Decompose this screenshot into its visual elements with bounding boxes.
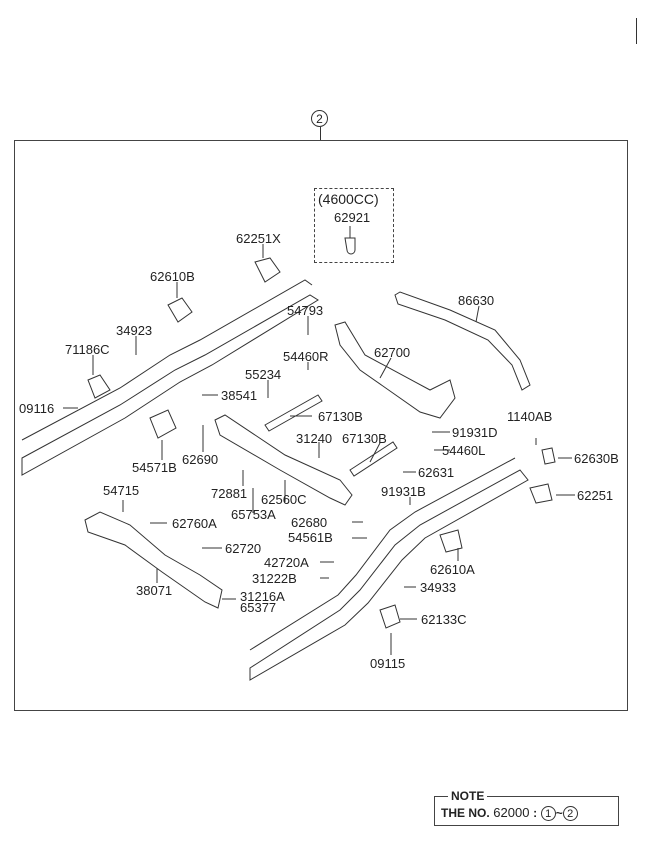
part-label-31222B: 31222B [252, 571, 297, 586]
part-label-67130B-upper: 67130B [318, 409, 363, 424]
part-label-62560C: 62560C [261, 492, 307, 507]
mount-62133C [379, 604, 401, 629]
part-label-72881: 72881 [211, 486, 248, 501]
part-label-86630: 86630 [458, 293, 495, 308]
part-label-62690: 62690 [182, 452, 219, 467]
part-label-54793: 54793 [287, 303, 324, 318]
part-label-67130B-lower: 67130B [342, 431, 387, 446]
note-number: 62000 [493, 805, 530, 820]
bracket-62630B [541, 447, 556, 465]
part-label-55234: 55234 [245, 367, 282, 382]
left-frame-rail [21, 294, 319, 476]
part-label-09116: 09116 [19, 401, 55, 416]
part-label-38071: 38071 [136, 583, 173, 598]
part-label-65753A: 65753A [231, 507, 276, 522]
part-label-62700: 62700 [374, 345, 411, 360]
variant-box [314, 188, 394, 263]
mount-62610A [439, 529, 463, 553]
note-range-start: 1 [540, 806, 556, 822]
variant-label: (4600CC) [318, 191, 379, 207]
part-label-54460R: 54460R [283, 349, 329, 364]
crossmember-62560C [214, 414, 353, 506]
part-label-54715: 54715 [103, 483, 140, 498]
mount-62251X [254, 257, 281, 283]
note-prefix: THE NO. [441, 806, 490, 820]
part-label-62760A: 62760A [172, 516, 217, 531]
assembly-callout-stem [320, 127, 321, 140]
part-label-62133C: 62133C [421, 612, 467, 627]
part-label-34933: 34933 [420, 580, 457, 595]
part-label-42720A: 42720A [264, 555, 309, 570]
part-label-54561B: 54561B [288, 530, 333, 545]
part-label-54571B: 54571B [132, 460, 177, 475]
assembly-frame [14, 140, 628, 711]
tube-67130B-upper [264, 394, 323, 432]
part-label-71186C: 71186C [65, 342, 110, 357]
part-label-91931B: 91931B [381, 484, 426, 499]
part-label-62630B: 62630B [574, 451, 619, 466]
part-label-62921: 62921 [334, 210, 371, 225]
note-body: THE NO. 62000 : 1~2 [441, 805, 578, 822]
part-label-62720: 62720 [225, 541, 262, 556]
part-label-38541: 38541 [221, 388, 258, 403]
part-label-34923: 34923 [116, 323, 153, 338]
tube-67130B-lower [349, 441, 398, 477]
part-label-31240: 31240 [296, 431, 333, 446]
part-label-65377: 65377 [240, 600, 277, 615]
note-separator: : [533, 806, 538, 820]
mount-62251 [529, 483, 553, 504]
part-label-31216A: 31216A [240, 589, 285, 604]
assembly-callout: 2 [311, 110, 328, 127]
page-edge-marker [636, 18, 637, 44]
part-label-54460L: 54460L [442, 443, 486, 458]
crossmember-38071 [84, 511, 223, 609]
part-label-1140AB: 1140AB [507, 409, 553, 424]
bracket-54571B [149, 409, 177, 439]
part-label-62631: 62631 [418, 465, 455, 480]
crossmember-62700 [334, 321, 456, 419]
mount-71186C [87, 374, 111, 399]
note-title: NOTE [448, 789, 488, 803]
right-frame-rail [249, 469, 529, 681]
note-range-end: 2 [562, 806, 578, 822]
note-range-sep: ~ [555, 806, 563, 820]
beam-86630 [394, 291, 531, 391]
part-label-62251: 62251 [577, 488, 614, 503]
note-box [434, 796, 619, 826]
mount-62610B [167, 297, 193, 323]
bracket-62921-shape [344, 237, 356, 255]
part-label-09115: 09115 [370, 656, 406, 671]
part-label-62680: 62680 [291, 515, 328, 530]
part-label-62251X: 62251X [236, 231, 281, 246]
part-label-62610A: 62610A [430, 562, 475, 577]
part-label-91931D: 91931D [452, 425, 498, 440]
part-label-62610B: 62610B [150, 269, 195, 284]
